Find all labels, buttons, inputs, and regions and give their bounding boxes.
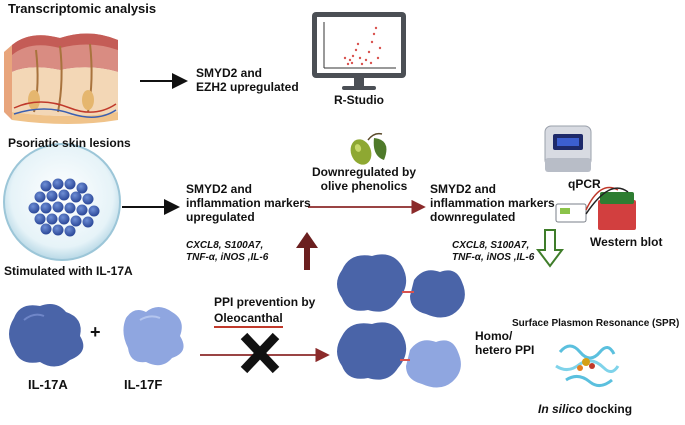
down-arrow-icon: [536, 229, 564, 268]
up-line2: inflammation markers: [186, 195, 311, 210]
down-line3: downregulated: [430, 209, 516, 224]
result-line2: EZH2 upregulated: [196, 79, 299, 94]
olive-icon: [350, 132, 387, 165]
plus-sign: +: [90, 322, 101, 342]
down-line2: inflammation markers: [430, 195, 555, 210]
markers2-line1: CXCL8, S100A7,: [452, 240, 530, 251]
qpcr-machine-icon: [544, 125, 592, 172]
up-line1: SMYD2 and: [186, 182, 253, 196]
diagram-title: Transcriptomic analysis: [8, 1, 157, 16]
markers-line2: TNF-α, iNOS ,IL-6: [186, 251, 269, 263]
result-line1: SMYD2 and: [196, 66, 263, 80]
up-line3: upregulated: [186, 209, 255, 224]
block-x-icon: [240, 332, 280, 374]
markers-line1: CXCL8, S100A7,: [186, 240, 264, 251]
ppi-line1: PPI prevention by: [214, 295, 316, 309]
il-17f-protein-icon: [123, 307, 184, 366]
docking-label: In silico docking: [538, 402, 633, 417]
skin-label: Psoriatic skin lesions: [8, 136, 131, 150]
docking-structure-icon: [555, 344, 620, 387]
markers-text: CXCL8, S100A7, TNF-α, iNOS ,IL-6: [186, 240, 268, 263]
markers2-text: CXCL8, S100A7, TNF-α, iNOS ,IL-6: [452, 240, 534, 263]
il17f-label: IL-17F: [124, 377, 163, 392]
ppi-line2: Oleocanthal: [214, 310, 283, 328]
western-blot-icon: [555, 186, 636, 230]
il17a-label: IL-17A: [28, 377, 68, 392]
qpcr-label: qPCR: [568, 177, 601, 191]
spr-label: Surface Plasmon Resonance (SPR): [512, 318, 680, 329]
skin-lesion-illustration: [4, 33, 118, 124]
hetero-dimer-icon: [337, 322, 461, 388]
down-line1: SMYD2 and: [430, 182, 497, 196]
monitor-icon: [312, 12, 406, 90]
upregulated-text: SMYD2 and inflammation markers upregulat…: [186, 182, 311, 224]
wb-label: Western blot: [590, 235, 663, 249]
petri-dish-illustration: [3, 143, 121, 261]
tool-label: R-Studio: [334, 93, 384, 107]
homo-line2: hetero PPI: [475, 342, 535, 357]
homo-dimer-icon: [337, 254, 465, 318]
docking-rest: docking: [582, 402, 633, 416]
olive-line2: olive phenolics: [320, 178, 408, 193]
il-17a-protein-icon: [9, 304, 84, 367]
ppi-text: PPI prevention by Oleocanthal: [214, 295, 316, 328]
olive-line1: Downregulated by: [311, 165, 416, 179]
homo-line1: Homo/: [475, 329, 513, 343]
docking-italic: In silico: [538, 402, 583, 416]
homo-hetero-text: Homo/ hetero PPI: [475, 329, 535, 358]
result-text: SMYD2 and EZH2 upregulated: [196, 66, 299, 95]
dish-label: Stimulated with IL-17A: [4, 264, 133, 278]
downregulated-text: SMYD2 and inflammation markers downregul…: [430, 182, 555, 224]
olive-text: Downregulated by olive phenolics: [306, 165, 422, 194]
markers2-line2: TNF-α, iNOS ,IL-6: [452, 251, 535, 263]
up-arrow-icon: [296, 232, 318, 270]
